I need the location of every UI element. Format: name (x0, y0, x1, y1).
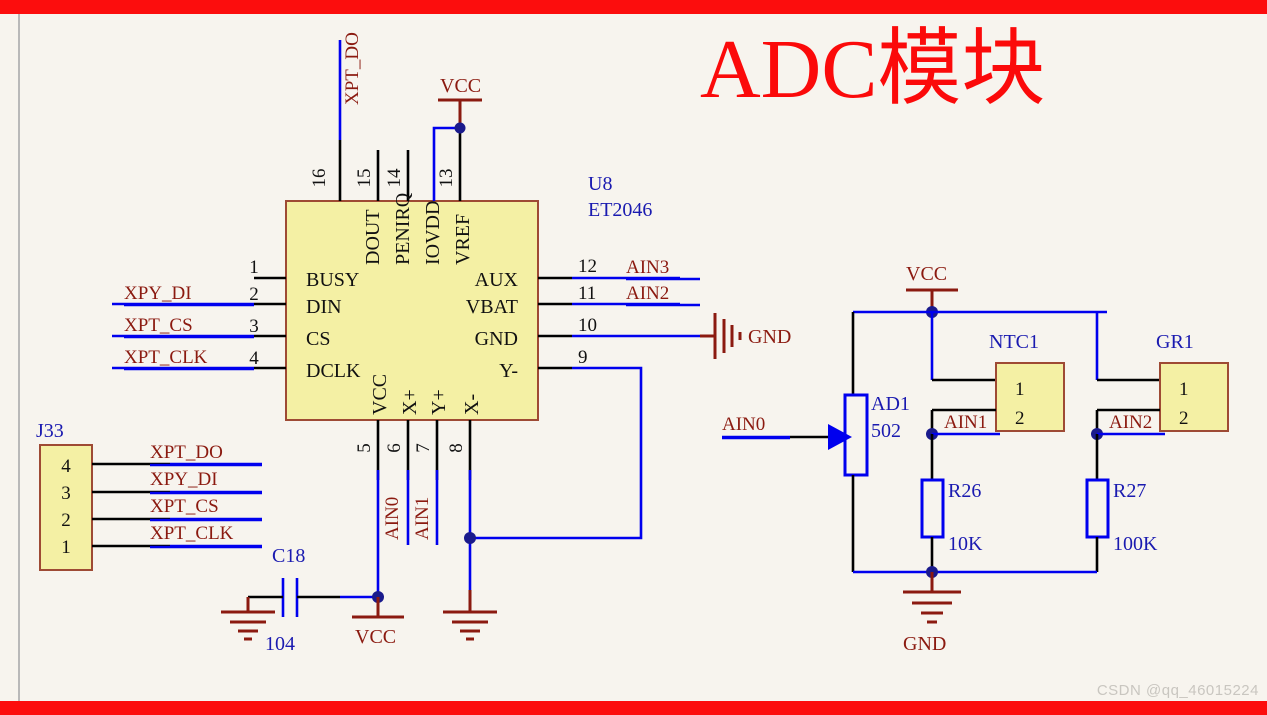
c18-symbol (248, 578, 378, 617)
u8-pin4-number: 4 (249, 348, 259, 369)
u8-pinname-dclk: DCLK (306, 360, 361, 382)
page-frame (18, 14, 1267, 701)
u8-pinname-dout: DOUT (362, 209, 384, 265)
u8-pinname-iovdd: IOVDD (422, 201, 444, 265)
u8-pin13-number: 13 (436, 169, 457, 188)
vcc-label-right: VCC (906, 263, 947, 285)
ad1-ref: AD1 (871, 393, 910, 415)
u8-pinname-penirq: PENIRQ (392, 192, 414, 265)
vcc-symbol-c18 (352, 597, 404, 619)
r27-body (1085, 478, 1110, 539)
j33-ref: J33 (36, 420, 64, 442)
u8-pinname-vbat: VBAT (466, 296, 518, 318)
r26-body (920, 478, 945, 539)
gnd-symbol-c18 (221, 597, 275, 641)
j33-pin2-number: 2 (61, 510, 71, 531)
u8-pin3-number: 3 (249, 316, 259, 337)
u8-pin7-number: 7 (413, 443, 434, 453)
gnd-symbol-right (903, 572, 961, 624)
c18-ref: C18 (272, 545, 305, 567)
top-accent-bar (0, 0, 1267, 14)
ntc1-pin2-number: 2 (1015, 408, 1025, 429)
net-label-xpy-di: XPY_DI (124, 283, 192, 304)
j33-net-label-xpt-cs: XPT_CS (150, 496, 219, 517)
j33-net-label-xpt-clk: XPT_CLK (150, 523, 234, 544)
r26-ref: R26 (948, 480, 981, 502)
u8-pin9-number: 9 (578, 347, 588, 368)
net-label-ain1-right: AIN1 (944, 412, 987, 433)
u8-pinname-cs: CS (306, 328, 330, 350)
j33-pin1-number: 1 (61, 537, 71, 558)
u8-pin16-number: 16 (309, 169, 330, 188)
j33-pin3-number: 3 (61, 483, 71, 504)
u8-pinname-vcc: VCC (369, 374, 391, 415)
j33-net-label-xpt-do: XPT_DO (150, 442, 223, 463)
r26-value: 10K (948, 533, 983, 555)
u8-part: ET2046 (588, 199, 652, 221)
u8-pin10-number: 10 (578, 315, 597, 336)
u8-ref: U8 (588, 173, 612, 195)
u8-pinname-busy: BUSY (306, 269, 359, 291)
ntc1-ref: NTC1 (989, 331, 1039, 353)
u8-pinname-xplus: X+ (399, 389, 421, 415)
gr1-pin1-number: 1 (1179, 379, 1189, 400)
u8-pin1-number: 1 (249, 257, 259, 278)
u8-pin8-number: 8 (446, 443, 467, 453)
net-label-xpt-clk: XPT_CLK (124, 347, 208, 368)
net-label-ain2-right: AIN2 (1109, 412, 1152, 433)
gr1-body (1159, 362, 1229, 432)
net-label-ain0-bottom: AIN0 (382, 497, 403, 540)
gnd-label-pin10: GND (748, 326, 791, 348)
c18-value: 104 (265, 633, 295, 655)
net-label-ain3: AIN3 (626, 257, 669, 278)
net-label-xpt-cs: XPT_CS (124, 315, 193, 336)
net-label-ain1-bottom: AIN1 (412, 497, 433, 540)
u8-pinname-gnd: GND (475, 328, 518, 350)
u8-pinname-yplus: Y+ (428, 389, 450, 415)
gnd-symbol-pin8 (443, 590, 497, 641)
u8-pinname-vref: VREF (452, 214, 474, 265)
gnd-symbol-pin10 (700, 313, 742, 359)
u8-pin12-number: 12 (578, 256, 597, 277)
u8-pin2-number: 2 (249, 284, 259, 305)
r27-value: 100K (1113, 533, 1158, 555)
u8-body (285, 200, 539, 421)
net-underlines (124, 277, 790, 549)
net-label-ain2-left: AIN2 (626, 283, 669, 304)
page-title: ADC模块 (700, 23, 1046, 116)
u8-pin5-number: 5 (354, 443, 375, 453)
u8-pin14-number: 14 (384, 168, 405, 188)
net-label-ain0-right: AIN0 (722, 414, 765, 435)
gr1-pin2-number: 2 (1179, 408, 1189, 429)
j33-body (39, 444, 93, 571)
u8-pin11-number: 11 (578, 283, 596, 304)
vcc-label-ic: VCC (440, 75, 481, 97)
ntc1-body (995, 362, 1065, 432)
bottom-accent-bar (0, 701, 1267, 715)
junction-vcc-ic (454, 122, 466, 134)
junction-pin8-pin9 (464, 532, 476, 544)
u8-pinname-y-minus: Y- (499, 360, 518, 382)
u8-pinname-din: DIN (306, 296, 342, 318)
ad1-wiper-arrow-icon (828, 424, 852, 450)
j33-pin4-number: 4 (61, 456, 71, 477)
pin9-route (470, 366, 643, 540)
gnd-label-right: GND (903, 633, 946, 655)
gr1-ref: GR1 (1156, 331, 1194, 353)
r27-ref: R27 (1113, 480, 1146, 502)
j33-net-label-xpy-di: XPY_DI (150, 469, 218, 490)
ad1-value: 502 (871, 420, 901, 442)
vcc-label-c18: VCC (355, 626, 396, 648)
watermark: CSDN @qq_46015224 (1096, 682, 1259, 699)
u8-pinname-aux: AUX (475, 269, 519, 291)
ntc1-pin1-number: 1 (1015, 379, 1025, 400)
u8-pin15-number: 15 (354, 169, 375, 188)
u8-pin6-number: 6 (384, 443, 405, 453)
net-label-xpt-do-top: XPT_DO (342, 32, 363, 105)
u8-pinname-xminus: X- (461, 394, 483, 415)
pin13-vcc-wire (432, 126, 460, 201)
